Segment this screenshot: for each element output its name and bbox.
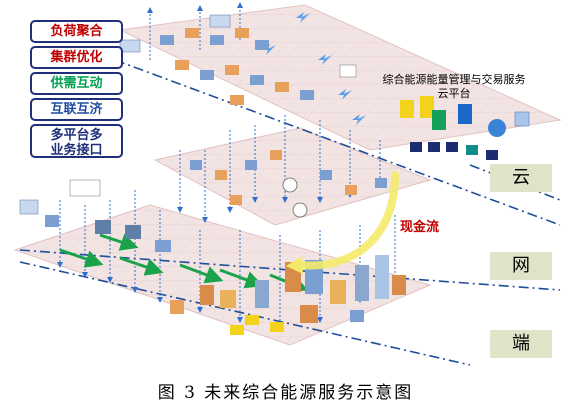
- legend-item: 集群优化: [30, 46, 123, 69]
- cloud-platform-title: 综合能源能量管理与交易服务云平台: [382, 73, 526, 100]
- legend-item-text: 集群优化: [50, 50, 103, 65]
- legend-item: 互联互济: [30, 98, 123, 121]
- legend-item-text: 互联互济: [50, 102, 103, 117]
- terminal-buildings: [19, 179, 406, 335]
- legend-item: 供需互动: [30, 72, 123, 95]
- legend-item-text: 负荷聚合: [50, 24, 103, 39]
- tier-label-network: 网: [490, 252, 552, 280]
- legend-item: 多平台多业务接口: [30, 124, 123, 158]
- diagram-graphic: [13, 2, 562, 366]
- network-equipment-icons: [190, 150, 387, 218]
- cash-flow-arrow: [296, 171, 399, 270]
- cash-flow-label: 现金流: [400, 220, 440, 235]
- figure-caption: 图 3 未来综合能源服务示意图: [157, 383, 414, 403]
- cloud-platform-servers: [400, 96, 530, 160]
- legend-item-text: 多平台多: [50, 128, 103, 143]
- legend-item: 负荷聚合: [30, 20, 123, 43]
- tier-label-terminal: 端: [490, 330, 552, 358]
- legend-item-text: 供需互动: [50, 76, 103, 91]
- legend-item-text: 业务接口: [50, 143, 103, 158]
- tier-label-cloud: 云: [490, 164, 552, 192]
